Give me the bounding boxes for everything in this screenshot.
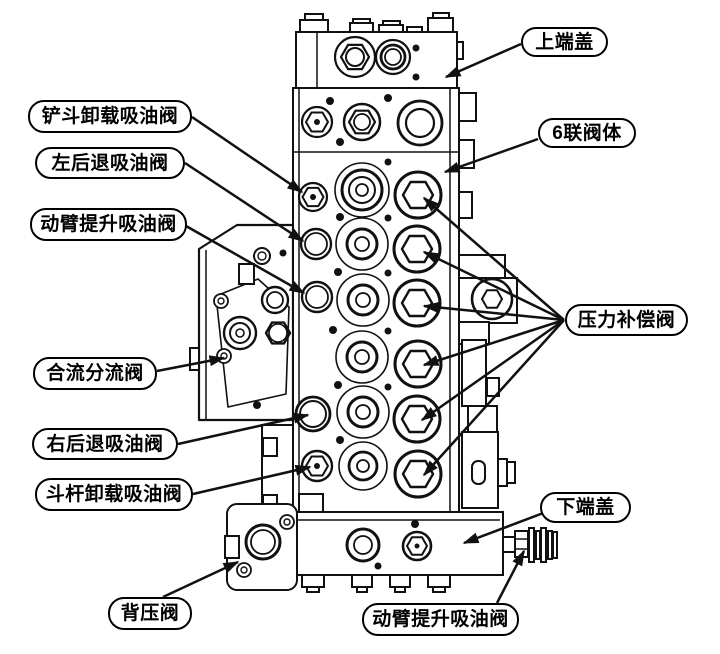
label-six-way-valve-body: 6联阀体 [538,118,636,148]
label-right-reverse-suction-valve: 右后退吸油阀 [32,428,178,460]
label-arm-unload-suction-valve: 斗杆卸载吸油阀 [35,478,193,511]
leader-arrows [156,42,565,604]
label-boom-lift-suction-valve-upper: 动臂提升吸油阀 [30,208,187,241]
label-lower-end-cover: 下端盖 [540,492,631,523]
label-upper-end-cover: 上端盖 [521,27,608,57]
label-pressure-compensation-valve: 压力补偿阀 [565,304,688,336]
valve-body-group [189,12,558,593]
label-back-pressure-valve: 背压阀 [108,597,192,630]
label-left-reverse-suction-valve: 左后退吸油阀 [35,147,185,179]
label-boom-lift-suction-valve-lower: 动臂提升吸油阀 [362,603,519,636]
label-confluence-divider-valve: 合流分流阀 [33,357,157,390]
label-bucket-unload-suction-valve: 铲斗卸载吸油阀 [28,100,192,133]
